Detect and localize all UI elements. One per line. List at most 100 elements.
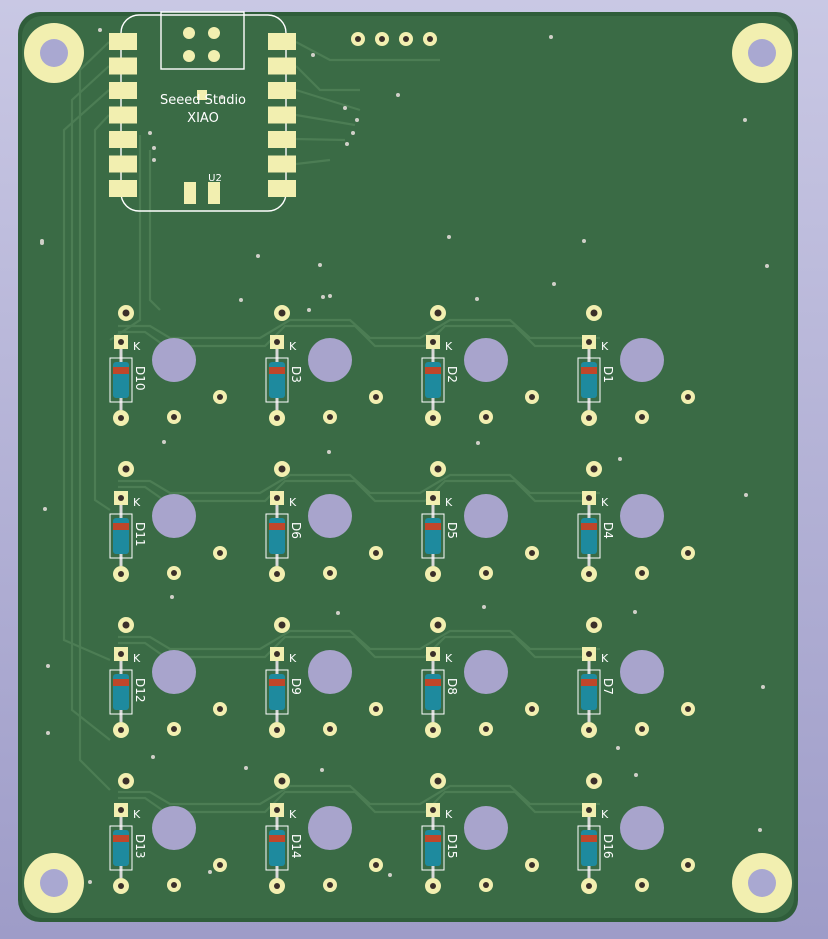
diode-silk-outline — [109, 669, 133, 715]
trace — [295, 65, 360, 92]
pad-drill — [586, 807, 592, 813]
diode-ref-label: D5 — [445, 522, 459, 539]
pad-drill — [483, 414, 489, 420]
pad-drill — [434, 309, 442, 317]
xiao-pads-left — [109, 33, 137, 197]
via — [475, 297, 479, 301]
via — [244, 766, 248, 770]
switch-center-hole — [152, 494, 196, 538]
pad-drill — [434, 777, 442, 785]
mounting-hole-bottom-left — [24, 853, 84, 913]
pad-drill — [118, 883, 124, 889]
pad-drill — [434, 465, 442, 473]
via — [327, 450, 331, 454]
pad-drill — [278, 465, 286, 473]
pad-drill — [274, 495, 280, 501]
via — [743, 118, 747, 122]
key-switch-d4: KD4 — [577, 461, 695, 582]
pad-drill — [327, 882, 333, 888]
diode-band — [425, 835, 441, 842]
cathode-label: K — [601, 652, 609, 665]
via — [307, 308, 311, 312]
mounting-hole-top-right — [732, 23, 792, 83]
via — [162, 440, 166, 444]
via — [396, 93, 400, 97]
xiao-pad-left — [109, 131, 137, 148]
xiao-center-via — [197, 90, 207, 100]
row-trace — [118, 318, 600, 340]
via — [476, 441, 480, 445]
pad-drill — [586, 415, 592, 421]
via — [351, 131, 355, 135]
key-switch-d8: K D8 — [421, 617, 539, 738]
via — [582, 239, 586, 243]
via — [552, 282, 556, 286]
via — [328, 294, 332, 298]
pad-drill — [122, 777, 130, 785]
pad-drill — [639, 882, 645, 888]
via — [46, 664, 50, 668]
xiao-module-footprint: Seeed Studio XIAO U2 — [109, 11, 296, 212]
diode-band — [581, 679, 597, 686]
key-switch-d6: KD6 — [265, 461, 383, 582]
pad-drill — [586, 495, 592, 501]
via — [765, 264, 769, 268]
pad-drill — [434, 621, 442, 629]
diode-silk-outline — [421, 669, 445, 715]
trace — [295, 41, 440, 62]
diode-ref-label: D8 — [445, 678, 459, 695]
diode-silk-outline — [265, 669, 289, 715]
pad-drill — [483, 726, 489, 732]
diode-silk-outline — [577, 357, 601, 403]
pcb-solder-mask — [22, 16, 794, 918]
via — [343, 106, 347, 110]
diode-ref-label: D9 — [289, 678, 303, 695]
diode-silk-outline — [577, 513, 601, 559]
trace — [70, 65, 111, 741]
cathode-label: K — [289, 808, 297, 821]
switch-center-hole — [620, 494, 664, 538]
pad-drill — [586, 727, 592, 733]
via — [616, 746, 620, 750]
pad-drill — [586, 651, 592, 657]
switch-center-hole — [152, 650, 196, 694]
pad-drill — [685, 550, 691, 556]
diode-silk-outline — [109, 357, 133, 403]
cathode-label: K — [601, 808, 609, 821]
xiao-pad-left — [109, 33, 137, 50]
via — [220, 95, 224, 99]
switch-center-hole — [620, 338, 664, 382]
diode-silk-outline — [421, 513, 445, 559]
xiao-pad-right — [268, 131, 296, 148]
switch-center-hole — [620, 806, 664, 850]
pad-drill — [327, 414, 333, 420]
pad-drill — [586, 339, 592, 345]
pad-drill — [118, 415, 124, 421]
xiao-pad-right — [268, 155, 296, 173]
cathode-label: K — [601, 340, 609, 353]
via — [148, 131, 152, 135]
pad-drill — [274, 571, 280, 577]
cathode-label: K — [445, 652, 453, 665]
pad-drill — [278, 621, 286, 629]
switch-center-hole — [152, 338, 196, 382]
switch-center-hole — [308, 650, 352, 694]
xiao-pad-right — [268, 180, 296, 197]
pad-drill — [327, 570, 333, 576]
usb-pads — [183, 27, 220, 62]
xiao-pads-right — [268, 33, 296, 197]
module-name-line2: XIAO — [187, 111, 219, 126]
cathode-label: K — [133, 496, 141, 509]
pad-drill — [373, 550, 379, 556]
diode-band — [113, 523, 129, 530]
via — [98, 28, 102, 32]
pad-drill — [118, 727, 124, 733]
pad-drill — [590, 621, 598, 629]
via — [744, 493, 748, 497]
usb-connector-outline — [160, 11, 245, 70]
